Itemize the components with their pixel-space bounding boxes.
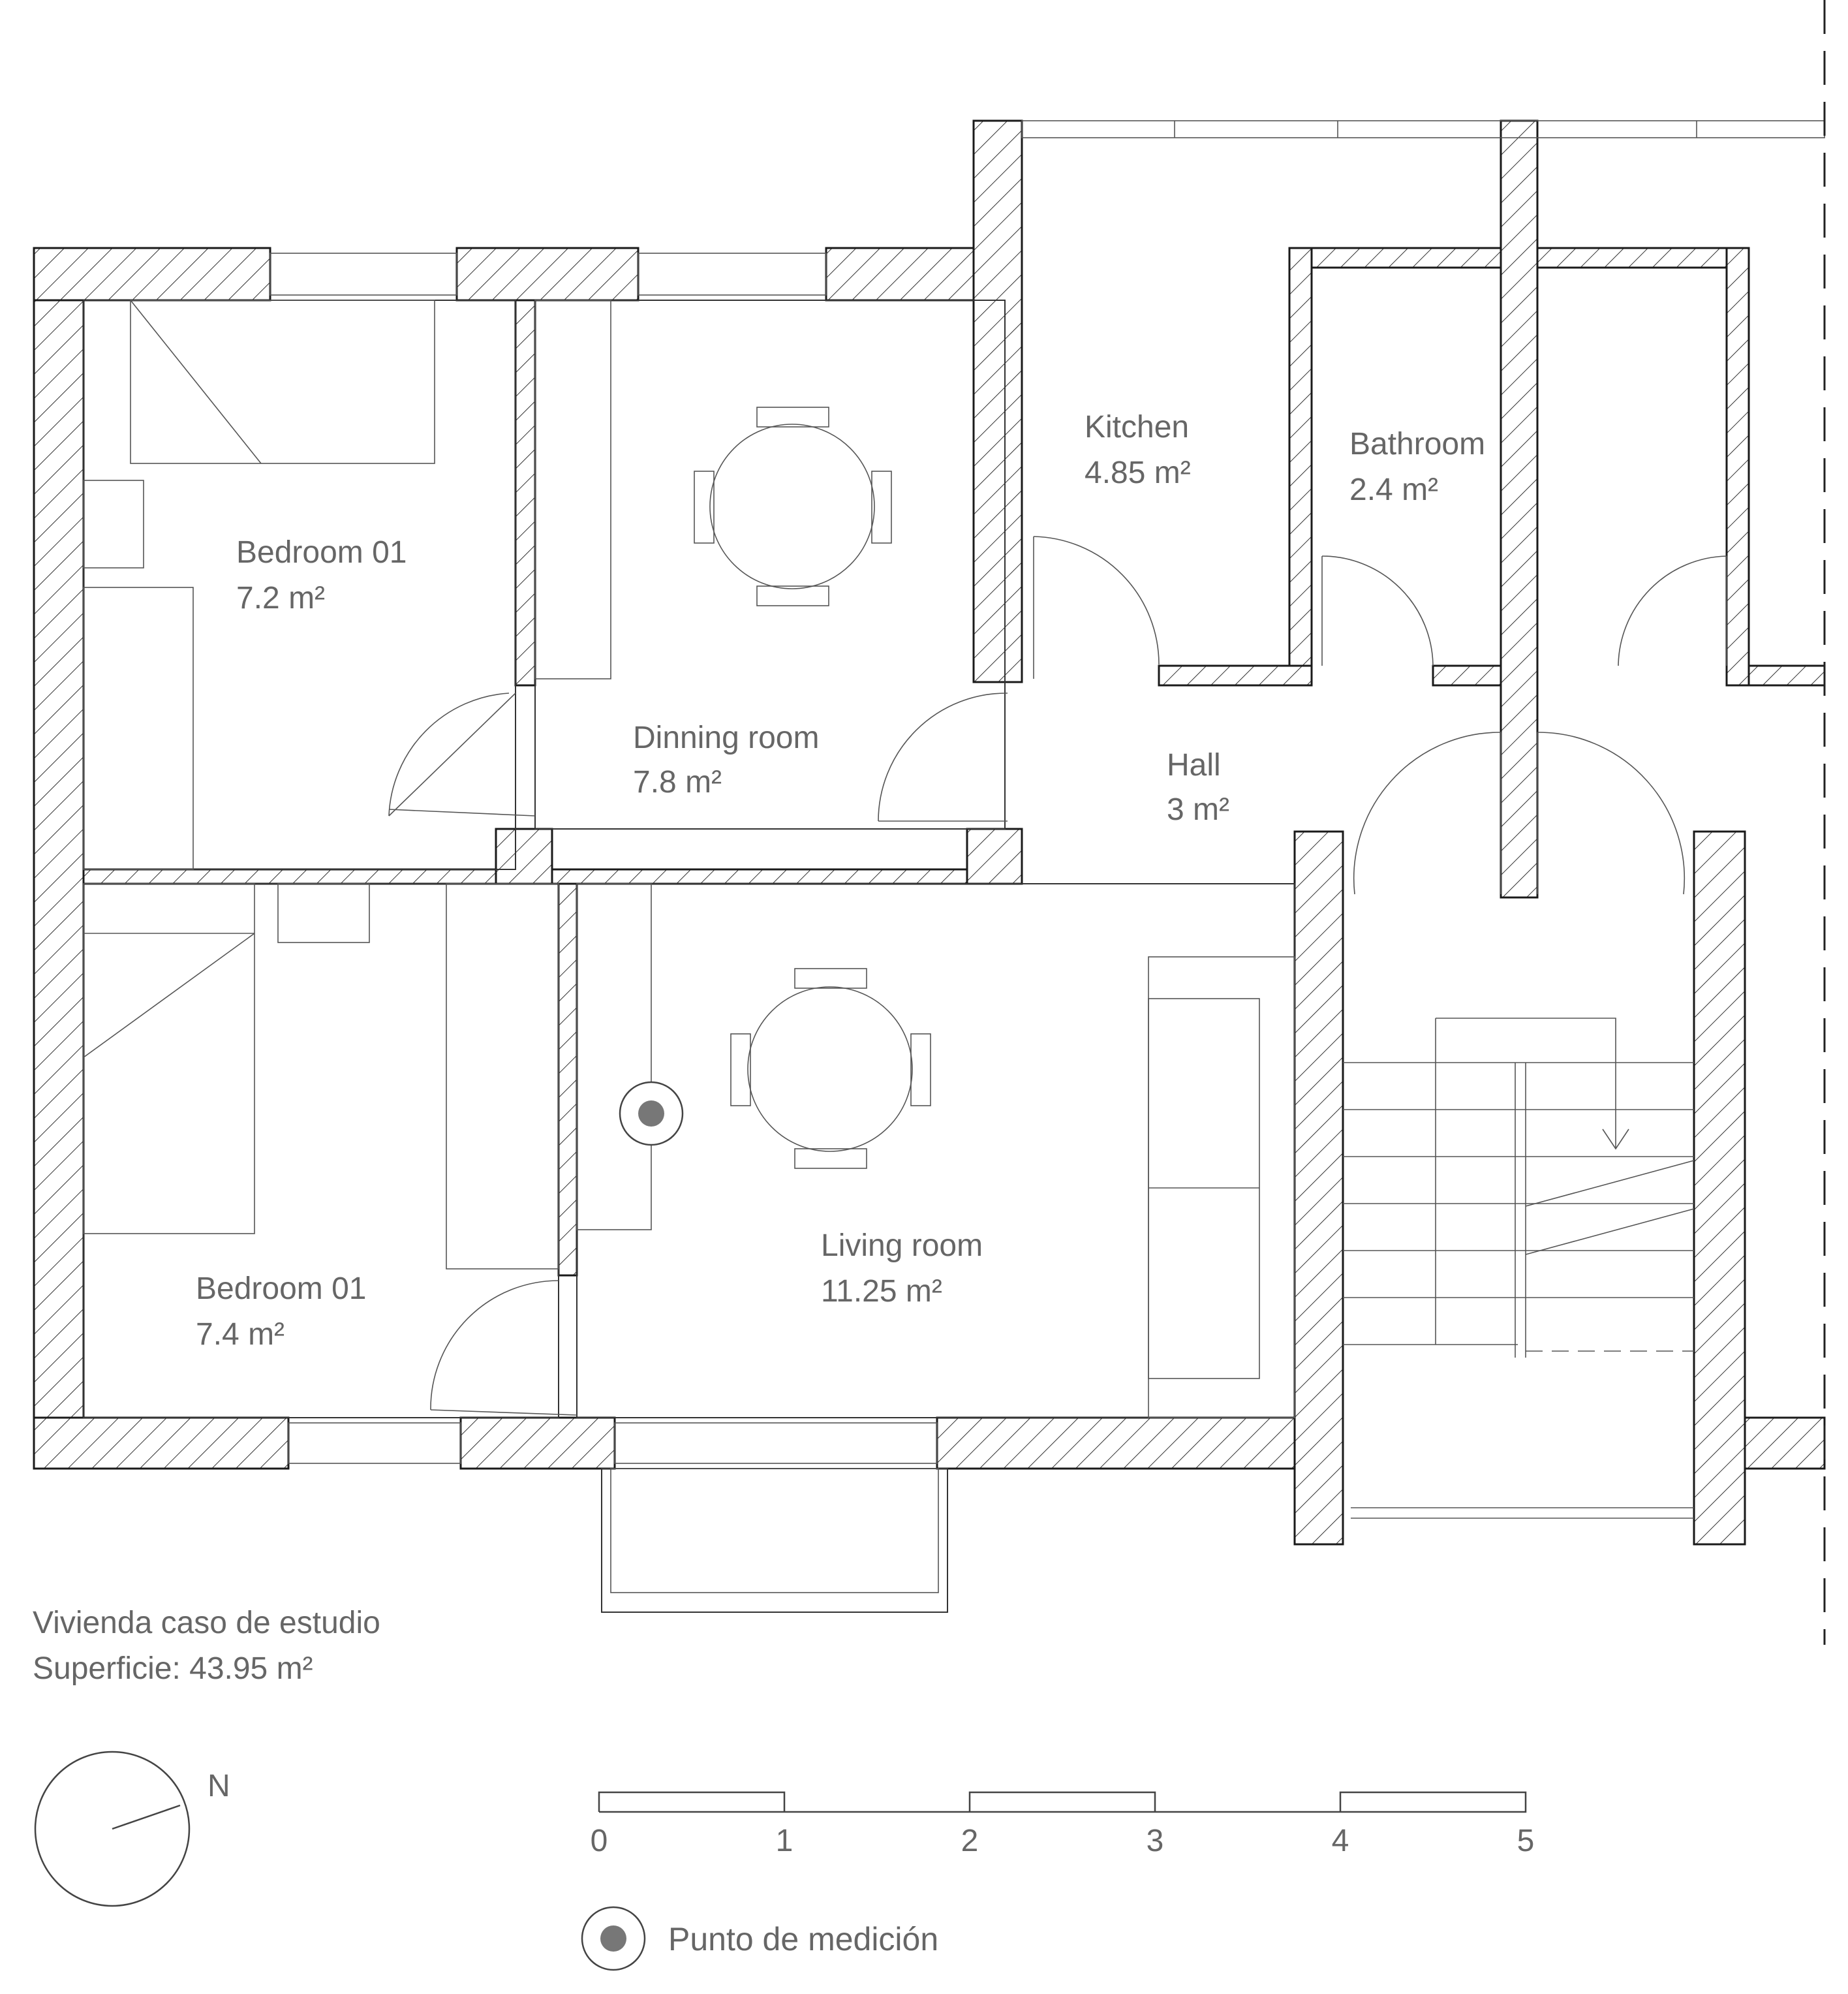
wall-east-room-west xyxy=(1725,247,1750,687)
wall-kitchen-west xyxy=(972,119,1023,683)
wall-middle-2 xyxy=(495,828,553,885)
caption-surface: Superficie: 43.95 m² xyxy=(33,1651,313,1686)
window-south-1 xyxy=(288,1422,461,1464)
walls xyxy=(33,0,1826,1645)
bedroom-top-name: Bedroom 01 xyxy=(236,535,407,570)
scale-tick-3: 3 xyxy=(1147,1824,1164,1858)
wall-bath-north xyxy=(1310,247,1509,269)
window-north-1 xyxy=(270,253,457,296)
wall-middle-4 xyxy=(966,828,1023,885)
bed-bottom xyxy=(83,883,255,1234)
kitchen-area: 4.85 m² xyxy=(1085,456,1191,490)
sofa xyxy=(1148,956,1295,1418)
door-bedroom-bottom xyxy=(430,1280,559,1410)
door-bedroom-top xyxy=(388,693,516,817)
living-area: 11.25 m² xyxy=(821,1274,942,1309)
legend-label: Punto de medición xyxy=(668,1921,938,1957)
doors xyxy=(388,536,1727,1416)
bedroom-top-area: 7.2 m² xyxy=(236,581,325,615)
scale-tick-4: 4 xyxy=(1332,1824,1349,1858)
nightstand-bottom xyxy=(277,883,370,943)
door-east-room xyxy=(1618,555,1727,666)
bathroom-name: Bathroom xyxy=(1349,427,1485,461)
wall-west xyxy=(33,247,85,1470)
cabinet-living xyxy=(576,883,652,1230)
dining-table xyxy=(709,424,875,589)
living-table xyxy=(747,986,913,1152)
bathroom-area: 2.4 m² xyxy=(1349,473,1438,507)
door-dining xyxy=(878,693,1008,822)
nightstand-top xyxy=(83,480,144,569)
hall-name: Hall xyxy=(1167,748,1221,783)
wall-east-room-north xyxy=(1536,247,1734,269)
kitchen-name: Kitchen xyxy=(1085,410,1189,444)
wall-south-1 xyxy=(33,1416,290,1470)
wall-stair-west xyxy=(1293,830,1344,1546)
wall-partition-bed-dining xyxy=(514,299,536,687)
scale-tick-5: 5 xyxy=(1517,1824,1535,1858)
dining-area: 7.8 m² xyxy=(633,765,722,800)
caption-title: Vivienda caso de estudio xyxy=(33,1606,380,1640)
compass-icon xyxy=(34,1751,191,1907)
north-label: N xyxy=(208,1769,230,1803)
scale-tick-0: 0 xyxy=(591,1824,608,1858)
balcony xyxy=(601,1468,948,1613)
legend: Punto de medición xyxy=(581,1906,938,1971)
wall-stair-east xyxy=(1693,830,1746,1546)
window-north-2 xyxy=(638,253,827,296)
wall-south-2 xyxy=(459,1416,616,1470)
wall-east-south xyxy=(1744,1416,1826,1470)
scale-tick-2: 2 xyxy=(961,1824,979,1858)
door-entrance-right xyxy=(1537,732,1686,895)
wardrobe-top xyxy=(83,587,194,870)
room-labels: Bedroom 01 7.2 m² Dinning room 7.8 m² Ki… xyxy=(196,410,1485,1352)
north-arrow: N xyxy=(34,1751,230,1907)
bed-top xyxy=(130,300,435,464)
wall-kitchen-bath xyxy=(1288,247,1313,687)
wall-bath-south xyxy=(1432,664,1502,687)
wall-south-3 xyxy=(936,1416,1304,1470)
hall-area: 3 m² xyxy=(1167,792,1229,827)
door-bathroom xyxy=(1321,555,1434,666)
door-entrance-left xyxy=(1353,732,1502,895)
bedroom-bottom-name: Bedroom 01 xyxy=(196,1271,367,1306)
door-kitchen xyxy=(1033,536,1160,665)
wall-middle-3 xyxy=(551,868,1023,885)
stairs xyxy=(1343,1018,1695,1519)
window-south-2 xyxy=(614,1422,938,1464)
living-name: Living room xyxy=(821,1228,983,1263)
measurement-point xyxy=(619,1081,684,1146)
cabinet-dining xyxy=(534,300,611,679)
wall-middle-1 xyxy=(82,868,555,885)
bedroom-bottom-area: 7.4 m² xyxy=(196,1317,285,1352)
window-band-north xyxy=(1021,120,1825,138)
furniture xyxy=(83,300,1295,1418)
wall-kitchen-south xyxy=(1158,664,1313,687)
wall-bath-east xyxy=(1500,119,1539,899)
wall-partition-bed-living xyxy=(557,882,578,1277)
dining-name: Dinning room xyxy=(633,721,819,755)
wardrobe-bottom xyxy=(446,883,559,1270)
scale-tick-1: 1 xyxy=(776,1824,793,1858)
wall-north-2 xyxy=(455,247,639,302)
scale-bar: 0 1 2 3 4 5 xyxy=(591,1791,1535,1858)
wall-north-1 xyxy=(33,247,271,302)
wall-east-room-south xyxy=(1748,664,1826,687)
